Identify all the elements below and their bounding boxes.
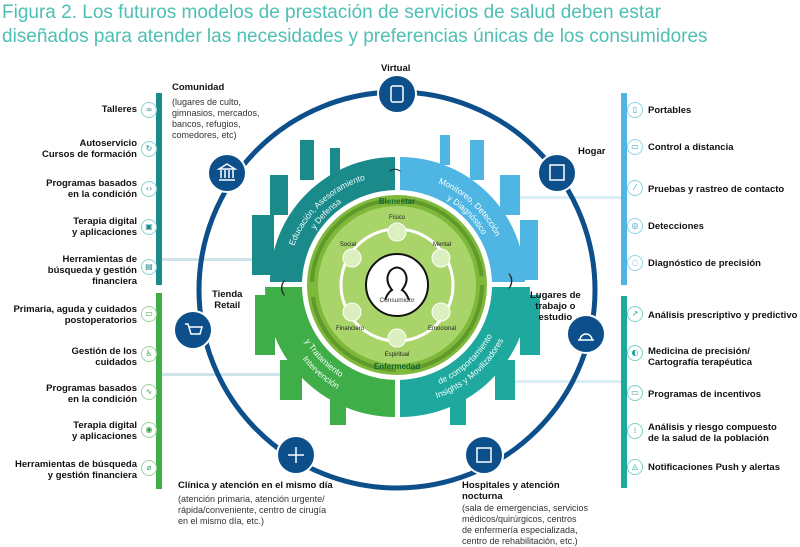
connector-line — [160, 373, 300, 376]
wearable-icon: ▯ — [627, 102, 643, 118]
person-icon — [384, 266, 410, 301]
right-bottom-bar — [621, 296, 627, 488]
list-item-diagnostico: Diagnóstico de precisión — [648, 258, 761, 269]
retail-node-icon — [173, 310, 213, 350]
refresh-icon: ↻ — [141, 141, 157, 157]
list-item-detecciones: Detecciones — [648, 221, 704, 232]
monitor-icon: ▭ — [627, 139, 643, 155]
calendar-icon: ▤ — [141, 259, 157, 275]
place-comunidad-sub: (lugares de culto,gimnasios, mercados,ba… — [172, 97, 260, 140]
emotional-icon — [431, 302, 451, 322]
list-item-notificaciones: Notificaciones Push y alertas — [648, 462, 780, 473]
link-icon: ∞ — [141, 102, 157, 118]
community-node-icon — [207, 153, 247, 193]
dim-label: Emocional — [428, 326, 456, 332]
consumer-circle — [365, 253, 429, 317]
hospital-node-icon — [464, 435, 504, 475]
eye-icon — [387, 328, 407, 348]
pill-icon: ◐ — [627, 345, 643, 361]
right-top-bar — [621, 93, 627, 285]
physical-icon — [387, 222, 407, 242]
chart-icon: ↗ — [627, 306, 643, 322]
list-item-talleres: Talleres — [101, 104, 137, 115]
piggy-bank-icon — [342, 302, 362, 322]
place-hogar: Hogar — [578, 146, 606, 157]
link-icon: ) — [508, 272, 513, 289]
app-icon: ▣ — [141, 219, 157, 235]
grid-icon: ⁞ — [627, 423, 643, 439]
dim-label: Mental — [433, 242, 451, 248]
eye-icon: ◎ — [627, 218, 643, 234]
gift-icon: ▭ — [627, 385, 643, 401]
link-icon: ( — [280, 279, 286, 296]
wellness-label: Bienestar — [379, 197, 415, 206]
test-tube-icon: ⁄ — [627, 180, 643, 196]
list-item-medicina: Medicina de precisión/Cartografía terapé… — [648, 346, 753, 368]
heartbeat-icon: ∿ — [141, 384, 157, 400]
code-icon: ‹› — [141, 181, 157, 197]
virtual-node-icon — [377, 74, 417, 114]
connector-line — [500, 380, 624, 383]
chat-icon — [342, 248, 362, 268]
mental-icon — [431, 248, 451, 268]
wheelchair-icon: ♿ — [141, 346, 157, 362]
bell-icon: ◬ — [627, 459, 643, 475]
left-top-bar — [156, 93, 162, 285]
left-bottom-bar — [156, 293, 162, 489]
home-node-icon — [537, 153, 577, 193]
list-item-portables: Portables — [648, 105, 692, 116]
place-clinica-sub: (atención primaria, atención urgente/ráp… — [178, 494, 327, 526]
dim-label: Espiritual — [385, 352, 410, 358]
pill-icon: ⌀ — [141, 460, 157, 476]
dim-label: Físico — [389, 215, 406, 221]
place-virtual: Virtual — [381, 63, 411, 74]
dim-label: Social — [340, 242, 356, 248]
drop-icon: ◌ — [627, 255, 643, 271]
list-item-control: Control a distancia — [648, 142, 734, 153]
illness-label: Enfermedad — [374, 362, 420, 371]
camera-icon: ◉ — [141, 422, 157, 438]
place-comunidad: Comunidad — [172, 82, 225, 93]
cycle-arrows-icon — [310, 198, 484, 372]
connector-line — [500, 196, 624, 199]
list-item-pruebas: Pruebas y rastreo de contacto — [648, 184, 785, 195]
dim-label: Financiero — [336, 326, 365, 332]
list-item-incentivos: Programas de incentivos — [648, 389, 761, 400]
consumer-label: Consumidor — [379, 297, 415, 304]
place-clinica: Clínica y atención en el mismo día — [178, 480, 333, 491]
list-item-analisis: Análisis prescriptivo y predictivo — [648, 310, 798, 321]
figure-title: Figura 2. Los futuros modelos de prestac… — [2, 2, 708, 47]
clipboard-icon: ▭ — [141, 306, 157, 322]
connector-line — [160, 258, 280, 261]
link-icon: ( — [389, 168, 403, 172]
